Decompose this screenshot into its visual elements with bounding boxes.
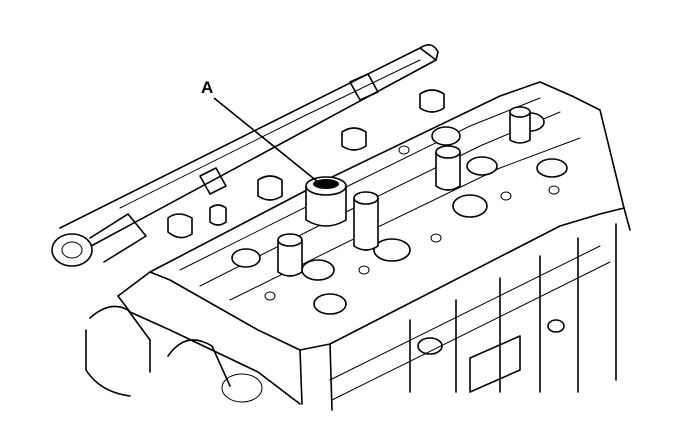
camshaft [51, 44, 439, 267]
callout-leader-line [213, 97, 319, 183]
part-a-tappet [305, 176, 347, 227]
cylinder-head-casting [85, 95, 631, 403]
callout-label-a: A [201, 78, 214, 97]
rear-valve-posts [167, 89, 445, 239]
valve-lifters [277, 106, 531, 277]
